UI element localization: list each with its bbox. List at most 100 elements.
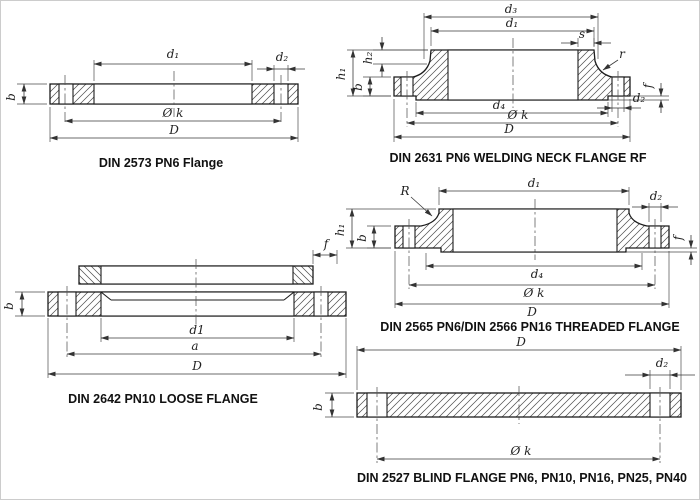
- dim-D: D: [393, 99, 631, 142]
- dim-d4: d₄: [425, 253, 643, 281]
- dim-label-d1: d₁: [528, 176, 541, 190]
- centerlines: [408, 199, 656, 289]
- dim-label-D: D: [503, 122, 514, 136]
- bore: [93, 83, 253, 105]
- dim-b: b: [2, 291, 45, 317]
- dim-d1: d₁: [93, 47, 253, 81]
- dim-f: f: [312, 237, 338, 264]
- dim-b: b: [4, 83, 47, 105]
- centerlines: [66, 259, 322, 358]
- din2527-cross-section: [356, 386, 682, 463]
- dim-label-D: D: [526, 305, 537, 319]
- collar-center: [100, 265, 294, 285]
- dim-h1: h₁: [334, 49, 428, 97]
- dim-d2: d₂: [597, 91, 645, 112]
- dim-label-d1: d1: [189, 323, 204, 337]
- dim-label-d2: d₂: [633, 91, 646, 105]
- dim-D: D: [394, 251, 670, 319]
- dim-label-k: Ø k: [510, 444, 532, 458]
- dim-label-r: r: [619, 47, 626, 61]
- dim-d3: d₃: [423, 2, 599, 59]
- flange-din2573: d₁ d₂ b Ø k D D: [4, 47, 305, 170]
- dim-k: Ø k: [406, 108, 619, 126]
- flange-din2565: d₁ R d₂ h₁ b: [333, 176, 697, 334]
- dim-label-h2: h₂: [361, 52, 375, 65]
- dim-label-d3: d₃: [505, 2, 518, 16]
- din2573-dimensions: d₁ d₂ b Ø k D: [4, 47, 305, 142]
- dim-label-k: Ø k: [523, 286, 545, 300]
- din2565-dimensions: d₁ R d₂ h₁ b: [333, 176, 697, 319]
- dim-label-D: D: [191, 359, 202, 373]
- dim-d2: d₂: [257, 50, 305, 81]
- dim-label-D: D: [515, 335, 526, 349]
- dim-label-f: f: [671, 233, 685, 241]
- dim-b: b: [355, 225, 391, 249]
- dim-label-b: b: [355, 234, 369, 242]
- din2573-cross-section: [49, 71, 299, 125]
- dim-k: Ø k: [408, 282, 656, 300]
- dim-label-R: R: [399, 184, 409, 198]
- dim-label-a: a: [191, 339, 198, 353]
- dim-k: Ø k: [64, 106, 282, 124]
- dim-a: a: [66, 339, 322, 357]
- bolt-hole-left: [58, 83, 74, 105]
- dim-label-d1: d₁: [506, 16, 519, 30]
- dim-d1: d₁: [438, 176, 630, 205]
- dim-R: R: [399, 184, 433, 217]
- caption-din2565: DIN 2565 PN6/DIN 2566 PN16 THREADED FLAN…: [380, 320, 679, 334]
- dim-label-k: Ø k: [507, 108, 529, 122]
- din2631-cross-section: [393, 38, 631, 127]
- dim-k: Ø k: [376, 444, 661, 462]
- bore: [100, 291, 295, 317]
- dim-label-d1: d₁: [167, 47, 180, 61]
- dim-label-k: Ø k: [162, 106, 184, 120]
- caption-din2527: DIN 2527 BLIND FLANGE PN6, PN10, PN16, P…: [357, 471, 687, 485]
- dim-label-b: b: [2, 302, 16, 310]
- dim-b: b: [311, 392, 354, 418]
- dim-h2: h₂: [361, 37, 428, 77]
- bore-seat-lines: [100, 291, 295, 301]
- dim-label-b: b: [4, 93, 18, 101]
- centerlines: [376, 386, 661, 463]
- dim-label-f: f: [323, 237, 331, 251]
- dim-label-b: b: [351, 83, 365, 91]
- dim-label-f: f: [641, 81, 655, 89]
- dim-d1: d₁: [430, 16, 595, 46]
- dim-r: r: [602, 47, 626, 71]
- dim-d1: d1: [100, 318, 295, 342]
- dim-b: b: [351, 76, 391, 97]
- centerlines: [64, 71, 282, 125]
- centerlines: [406, 38, 619, 127]
- dim-D: D: [49, 107, 299, 142]
- dim-label-h1: h₁: [334, 68, 348, 81]
- dim-label-d4: d₄: [531, 267, 544, 281]
- din2565-cross-section: [394, 199, 670, 289]
- dim-label-d2: d₂: [276, 50, 289, 64]
- dim-d4: d₄: [415, 98, 609, 117]
- dim-label-s: s: [579, 27, 585, 41]
- flange-din2527: D d₂ b Ø k DIN 2527 BLIND FLANGE PN6, PN…: [311, 335, 695, 485]
- flange-din2642: f b d1 a D DIN 2642 PN10 LOOSE FL: [2, 237, 347, 406]
- dim-D: D: [356, 335, 682, 390]
- dim-f: f: [626, 233, 697, 265]
- din2527-dimensions: D d₂ b Ø k: [311, 335, 695, 462]
- dim-label-b: b: [311, 403, 325, 411]
- din2631-dimensions: d₃ d₁ s h₂ h₁: [334, 2, 669, 142]
- din2642-dimensions: f b d1 a D: [2, 237, 347, 378]
- dim-s: s: [561, 27, 611, 47]
- caption-din2573: DIN 2573 PN6 Flange: [99, 156, 223, 170]
- dim-d2: d₂: [625, 356, 695, 389]
- dim-D: D: [47, 318, 347, 378]
- dim-label-d2: d₂: [650, 189, 663, 203]
- dim-f: f: [608, 81, 669, 113]
- din2642-cross-section: [47, 259, 347, 358]
- dim-label-d2: d₂: [656, 356, 669, 370]
- dim-label-D: D: [168, 123, 179, 137]
- dim-label-h1: h₁: [333, 224, 347, 237]
- dim-label-d4: d₄: [493, 98, 506, 112]
- caption-din2642: DIN 2642 PN10 LOOSE FLANGE: [68, 392, 258, 406]
- flange-din2631: d₃ d₁ s h₂ h₁: [334, 2, 669, 165]
- dim-d2: d₂: [632, 189, 678, 222]
